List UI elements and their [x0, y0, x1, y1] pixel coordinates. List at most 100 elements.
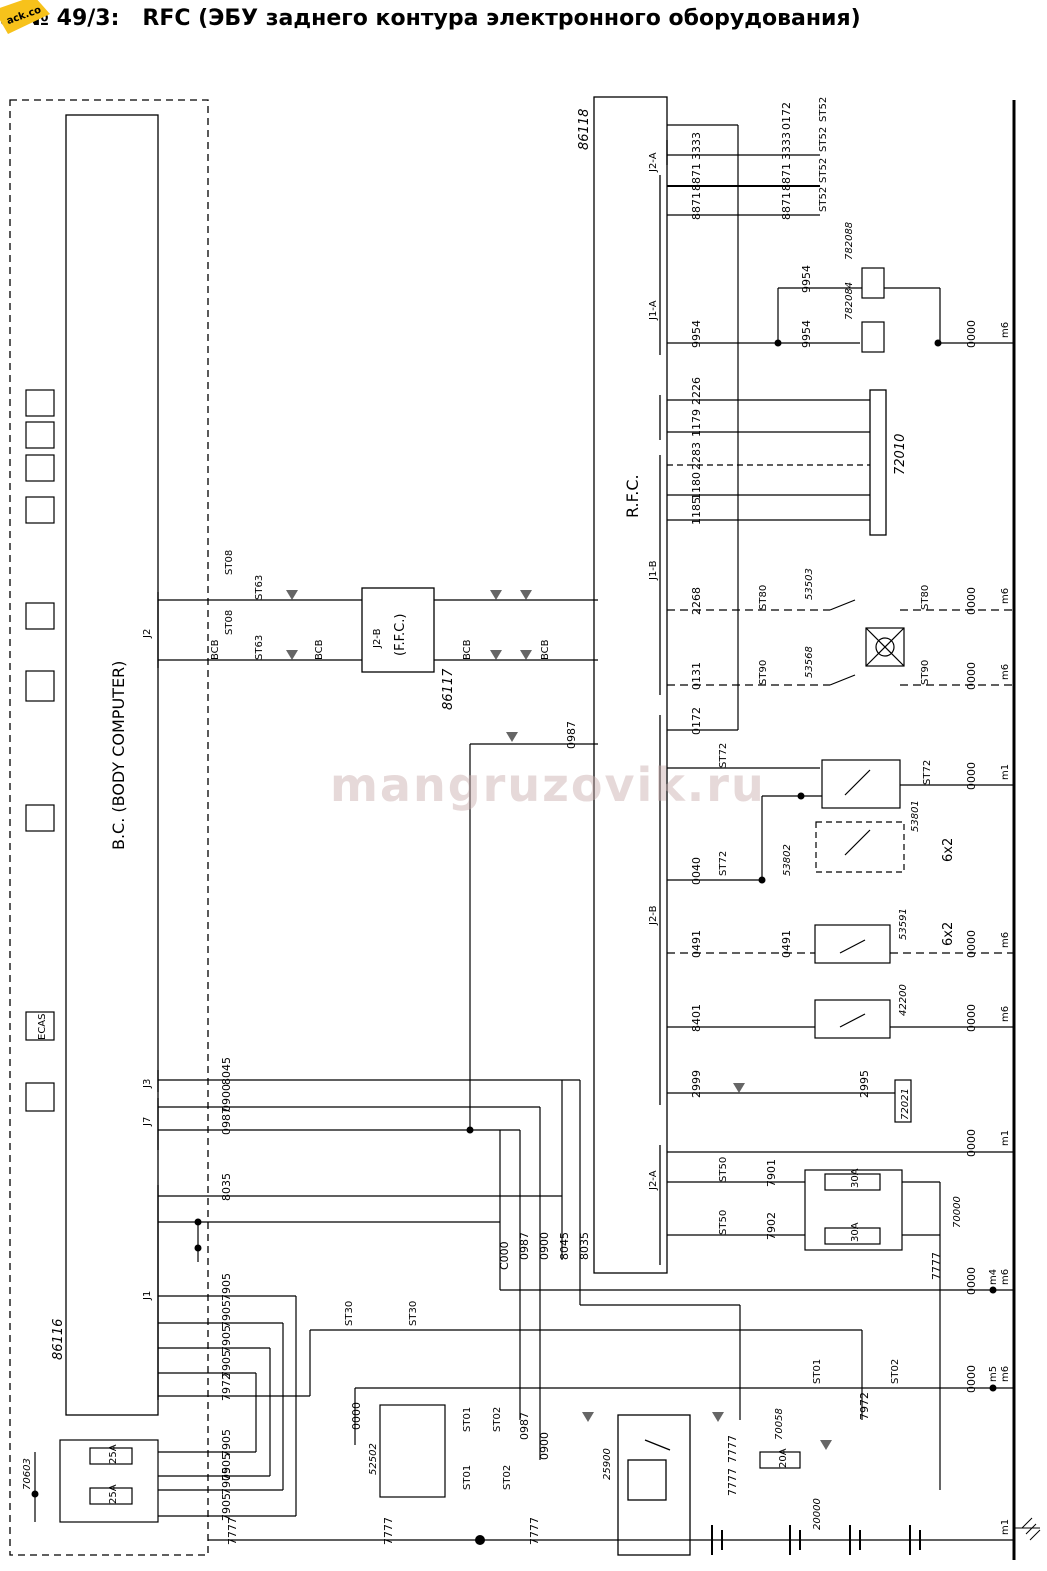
splice-st72-b: ST72: [922, 760, 933, 785]
rfc-conn-j1b: J1-B: [648, 560, 659, 581]
bcb-1: BCB: [210, 639, 221, 660]
wire-2268: 2268: [690, 587, 703, 615]
icon-box-4: [25, 496, 55, 524]
conn-j3: J3: [142, 1079, 153, 1089]
wire-0987-b: 0987: [220, 1107, 233, 1135]
fuse-25a-2: 25A: [108, 1484, 119, 1504]
splice-st01-c: ST01: [462, 1465, 473, 1490]
mass-label-2: m6: [1000, 664, 1011, 680]
rfc-conn-j1a: J1-A: [648, 300, 659, 321]
mass-label-5: m6: [1000, 932, 1011, 948]
icon-box-3: [25, 454, 55, 482]
ffc-code: 86117: [441, 668, 456, 710]
mass-label-12: m1: [1000, 1519, 1011, 1535]
wire-8871-c: 8871: [690, 192, 703, 220]
splice-st90-a: ST90: [758, 660, 769, 685]
wire-7777-b: 7777: [226, 1517, 239, 1545]
wire-0000-c: 0000: [965, 662, 978, 690]
wire-7905-b: 7905: [220, 1300, 233, 1328]
splice-st50-a: ST50: [718, 1157, 729, 1182]
wire-7777-a: 7777: [930, 1252, 943, 1280]
mass-label-1: m6: [1000, 588, 1011, 604]
title-text: RFC (ЭБУ заднего контура электронного об…: [142, 6, 861, 31]
label-6x2-a: 6x2: [941, 838, 956, 862]
wire-2995: 2995: [858, 1070, 871, 1098]
wire-0000-f: 0000: [965, 1004, 978, 1032]
label-53802: 53802: [782, 844, 793, 876]
label-782084: 782084: [844, 282, 855, 320]
ffc-label: (F.F.C.): [393, 614, 408, 656]
conn-j7: J7: [142, 1117, 153, 1127]
watermark: mangruzovik.ru: [330, 758, 766, 812]
label-42200: 42200: [898, 984, 909, 1016]
page-title: а № 49/3: RFC (ЭБУ заднего контура элект…: [0, 6, 861, 31]
conn-j1: J1: [142, 1291, 153, 1301]
wire-7777-d: 7777: [528, 1517, 541, 1545]
wire-0900-a: 0900: [220, 1084, 233, 1112]
wire-1185: 1185: [690, 497, 703, 525]
wire-3333-a: 3333: [690, 132, 703, 160]
wire-0491-b: 0491: [780, 930, 793, 958]
bcb-3: BCB: [462, 639, 473, 660]
label-6x2-b: 6x2: [941, 922, 956, 946]
fuse-70058: [759, 1451, 801, 1469]
wire-0000-e: 0000: [965, 930, 978, 958]
splice-st80-b: ST80: [920, 585, 931, 610]
splice-st08-a: ST08: [224, 550, 235, 575]
splice-st90-b: ST90: [920, 660, 931, 685]
ffc-connector: J2-B: [372, 628, 383, 649]
wire-1180: 1180: [690, 472, 703, 500]
wire-9954-c: 9954: [800, 265, 813, 293]
wire-0987-a: 0987: [565, 721, 578, 749]
splice-st02-a: ST02: [890, 1359, 901, 1384]
wire-7905-a: 7905: [220, 1273, 233, 1301]
label-72021: 72021: [900, 1088, 911, 1120]
wire-7905-e: 7905: [220, 1429, 233, 1457]
bc-enclosure: [9, 99, 209, 1556]
wire-0040: 0040: [690, 857, 703, 885]
wire-8401: 8401: [690, 1004, 703, 1032]
icon-box-2: [25, 421, 55, 449]
ecas-box: [25, 1011, 55, 1041]
label-25900: 25900: [602, 1448, 613, 1480]
splice-st52-d: ST52: [818, 187, 829, 212]
rfc-label: R.F.C.: [623, 474, 642, 518]
wire-0000-d: 0000: [965, 762, 978, 790]
label-782088: 782088: [844, 222, 855, 260]
fuse-30a-2: 30A: [850, 1222, 861, 1242]
wire-7905-h: 7905: [220, 1493, 233, 1521]
wire-7902: 7902: [765, 1212, 778, 1240]
label-53503: 53503: [804, 568, 815, 600]
wire-0987-d: 0987: [518, 1412, 531, 1440]
conn-j2: J2: [142, 629, 153, 639]
rfc-module-box: [593, 96, 668, 1274]
icon-box-7: [25, 804, 55, 832]
label-53801: 53801: [910, 800, 921, 832]
wire-8871-b: 8871: [780, 163, 793, 191]
bcb-4: BCB: [540, 639, 551, 660]
wire-7777-e: 7777: [726, 1435, 739, 1463]
splice-st52-a: ST52: [818, 97, 829, 122]
label-20000: 20000: [812, 1498, 823, 1530]
fuse-30a-1: 30A: [850, 1168, 861, 1188]
ffc-box: [361, 587, 435, 673]
wire-2283: 2283: [690, 442, 703, 470]
wire-7905-c: 7905: [220, 1325, 233, 1353]
connector-72021: [894, 1079, 912, 1123]
fuse-20a: 20A: [778, 1448, 789, 1468]
splice-st08-b: ST08: [224, 610, 235, 635]
wire-8045-a: 8045: [220, 1057, 233, 1085]
splice-st52-b: ST52: [818, 127, 829, 152]
bc-label: B.C. (BODY COMPUTER): [109, 661, 128, 850]
mass-label-10: m5: [988, 1366, 999, 1382]
splice-st72-a: ST72: [718, 743, 729, 768]
wire-7905-d: 7905: [220, 1350, 233, 1378]
wire-0172-top: 0172: [780, 102, 793, 130]
wire-7777-c: 7777: [382, 1517, 395, 1545]
icon-box-5: [25, 602, 55, 630]
bc-code: 86116: [51, 1319, 66, 1360]
wire-7777-f: 7777: [726, 1468, 739, 1496]
rfc-conn-j2a-top: J2-A: [648, 152, 659, 173]
mass-label-11: m6: [1000, 1366, 1011, 1382]
